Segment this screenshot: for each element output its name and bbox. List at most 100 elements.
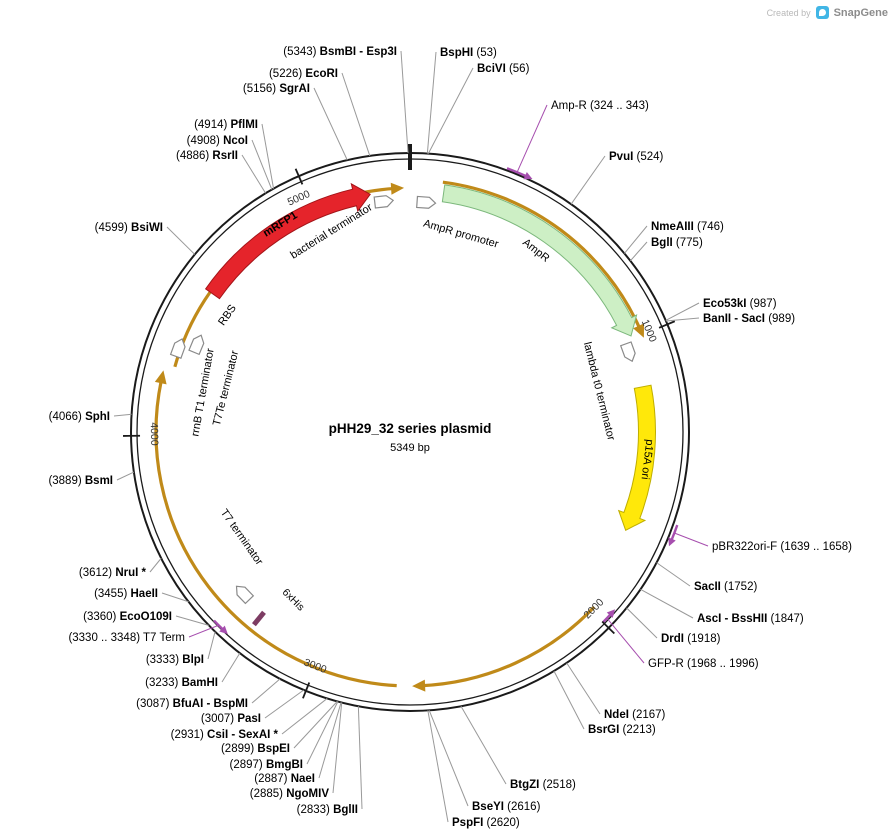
site-label-bgli: BglI (775) xyxy=(651,237,703,249)
plasmid-title: pHH29_32 series plasmid xyxy=(329,421,492,436)
amp-r-primer-mark-head xyxy=(523,172,533,180)
site-line-asci-bsshii xyxy=(640,588,694,619)
site-label-asci-bsshii: AscI - BssHII (1847) xyxy=(697,613,804,625)
t7te-terminator-arrow xyxy=(188,334,205,356)
primer-line-pbr322ori-f xyxy=(674,532,709,547)
site-line-bsmbi-esp3i xyxy=(400,50,409,154)
feature-label-ampr-promoter: AmpR promoter xyxy=(422,218,500,251)
primer-label-t7-term: (3330 .. 3348) T7 Term xyxy=(68,632,185,644)
site-label-drdi: DrdI (1918) xyxy=(661,633,721,645)
site-label-bglii: (2833) BglII xyxy=(297,804,358,816)
site-label-bamhi: (3233) BamHI xyxy=(145,677,218,689)
watermark-brand: SnapGene xyxy=(833,6,888,19)
site-line-bsphi xyxy=(426,51,437,154)
primer-line-t7-term xyxy=(188,624,219,638)
scale-label-3000: 3000 xyxy=(302,656,328,676)
primer-line-gfp-r xyxy=(606,617,645,664)
lambda-t0-terminator-arrow xyxy=(619,341,636,363)
site-label-nmeaiii: NmeAIII (746) xyxy=(651,221,724,233)
site-line-ecoo109i xyxy=(175,615,209,626)
site-label-ndei: NdeI (2167) xyxy=(604,709,666,721)
sites-layer: (5343) BsmBI - Esp3I(5226) EcoRI(5156) S… xyxy=(48,46,852,829)
site-line-ndei xyxy=(566,662,601,715)
site-line-bspei xyxy=(293,701,338,749)
site-line-bsiwi xyxy=(166,226,196,255)
site-line-drdi xyxy=(626,607,658,639)
site-line-ngomiv xyxy=(332,702,343,794)
site-line-nmeaiii xyxy=(623,225,648,254)
site-label-bsmbi-esp3i: (5343) BsmBI - Esp3I xyxy=(283,46,397,58)
feature-label-6xhis: 6xHis xyxy=(280,586,307,613)
scale-tick-2000 xyxy=(601,620,615,635)
site-line-csii-sexai xyxy=(281,698,328,735)
site-label-nrui: (3612) NruI * xyxy=(79,567,147,579)
site-label-pspfi: PspFI (2620) xyxy=(452,817,520,829)
site-line-bglii xyxy=(357,706,363,810)
site-line-pspfi xyxy=(427,710,449,823)
site-label-sacii: SacII (1752) xyxy=(694,581,757,593)
feature-arrow-ampr xyxy=(441,184,638,337)
transcript-arc-bottom-right-arrowhead xyxy=(412,679,426,692)
site-line-haeii xyxy=(161,592,189,603)
site-label-bspei: (2899) BspEI xyxy=(221,743,290,755)
site-line-blpi xyxy=(207,631,216,660)
scale-tick-1000 xyxy=(658,320,676,329)
watermark-created-by: Created by xyxy=(766,7,811,18)
site-label-pflmi: (4914) PflMI xyxy=(194,119,258,131)
transcript-arc-bottom-left xyxy=(154,378,397,688)
site-line-bfuai-bspmi xyxy=(251,678,281,704)
site-label-pasi: (3007) PasI xyxy=(201,713,261,725)
transcript-arc-bottom-left-arrowhead xyxy=(154,370,167,385)
site-label-ngomiv: (2885) NgoMIV xyxy=(250,788,330,800)
transcript-arc-top-right xyxy=(442,180,642,331)
feature-label-lambda-t0-terminator: lambda t0 terminator xyxy=(581,341,617,442)
feature-label-t7te-terminator: T7Te terminator xyxy=(211,349,241,427)
site-label-bfuai-bspmi: (3087) BfuAI - BspMI xyxy=(136,698,248,710)
site-line-bmgbi xyxy=(306,701,339,765)
site-label-bseyi: BseYI (2616) xyxy=(472,801,541,813)
scale-tick-5000 xyxy=(294,168,304,185)
plasmid-size: 5349 bp xyxy=(390,442,430,454)
site-line-rsrii xyxy=(241,154,267,194)
site-line-bgli xyxy=(629,241,648,262)
site-line-nrui xyxy=(149,557,162,573)
site-line-banii-saci xyxy=(665,317,700,322)
scale-label-4000: 4000 xyxy=(148,422,160,446)
site-line-eco53ki xyxy=(665,302,700,321)
site-label-naei: (2887) NaeI xyxy=(254,773,315,785)
site-label-bsphi: BspHI (53) xyxy=(440,47,497,59)
t7-term-primer-mark-head xyxy=(219,625,228,635)
site-label-btgzi: BtgZI (2518) xyxy=(510,779,576,791)
site-label-pvui: PvuI (524) xyxy=(609,151,664,163)
feature-label-t7-terminator: T7 terminator xyxy=(218,507,266,568)
site-label-banii-saci: BanII - SacI (989) xyxy=(703,313,795,325)
site-line-pvui xyxy=(570,155,606,205)
site-line-naei xyxy=(318,702,342,779)
primer-label-gfp-r: GFP-R (1968 .. 1996) xyxy=(648,658,759,670)
site-line-bseyi xyxy=(428,710,469,807)
feature-label-rbs: RBS xyxy=(216,303,239,328)
feature-arrow-p15a-ori xyxy=(617,384,656,531)
site-label-bmgbi: (2897) BmgBI xyxy=(230,759,304,771)
rrnb-t1-terminator-arrow xyxy=(169,338,186,359)
site-line-sacii xyxy=(656,562,691,587)
site-line-btgzi xyxy=(460,706,507,785)
site-label-ecori: (5226) EcoRI xyxy=(269,68,338,80)
site-line-bamhi xyxy=(221,652,241,683)
primer-label-pbr322ori-f: pBR322ori-F (1639 .. 1658) xyxy=(712,541,852,553)
snapgene-logo-icon xyxy=(815,6,829,19)
site-label-haeii: (3455) HaeII xyxy=(94,588,158,600)
site-line-bcivi xyxy=(427,67,474,154)
site-line-pflmi xyxy=(261,123,275,189)
site-label-bcivi: BciVI (56) xyxy=(477,63,530,75)
6xhis-tag-mark xyxy=(251,610,266,627)
transcript-arc-bottom-right xyxy=(421,605,596,688)
site-line-pasi xyxy=(264,689,305,719)
site-label-blpi: (3333) BlpI xyxy=(146,654,204,666)
site-line-sphi xyxy=(113,413,132,417)
site-line-bsrgi xyxy=(553,670,585,730)
gfp-r-primer-mark-head xyxy=(606,609,616,618)
feature-arrow-mrfp1 xyxy=(204,182,371,300)
